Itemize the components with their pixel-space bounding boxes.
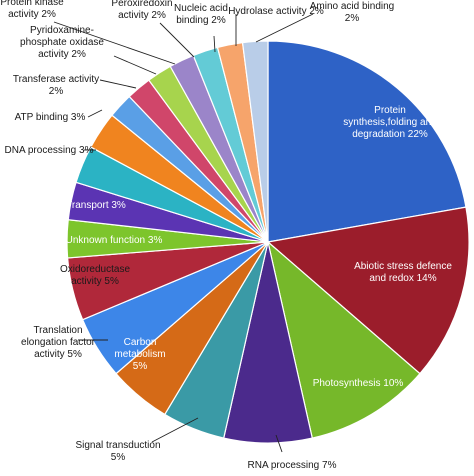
slice-label-11: ATP binding 3%: [15, 112, 86, 123]
pie-slice-0: [267, 40, 467, 243]
leader-line-4: [151, 417, 199, 443]
slice-label-8: Unknown function 3%: [66, 235, 163, 246]
leader-line-13: [113, 55, 157, 75]
leader-line-14: [53, 21, 176, 65]
slice-label-2: Photosynthesis 10%: [313, 378, 404, 389]
slice-label-10: DNA processing 3%: [5, 145, 94, 156]
leader-line-3: [275, 434, 283, 453]
slice-label-17: Hydrolase activity 2%: [228, 6, 324, 17]
pie-slice-1: [266, 206, 470, 375]
leader-line-16: [213, 35, 216, 53]
slice-label-9: Transport 3%: [66, 200, 126, 211]
leader-line-11: [87, 109, 103, 118]
leader-line-18: [255, 13, 314, 43]
pie-slice-2: [267, 240, 421, 439]
slice-label-3: RNA processing 7%: [248, 460, 337, 471]
leader-line-12: [99, 79, 137, 89]
leader-line-15: [159, 22, 195, 58]
pie-slice-18: [241, 40, 269, 243]
